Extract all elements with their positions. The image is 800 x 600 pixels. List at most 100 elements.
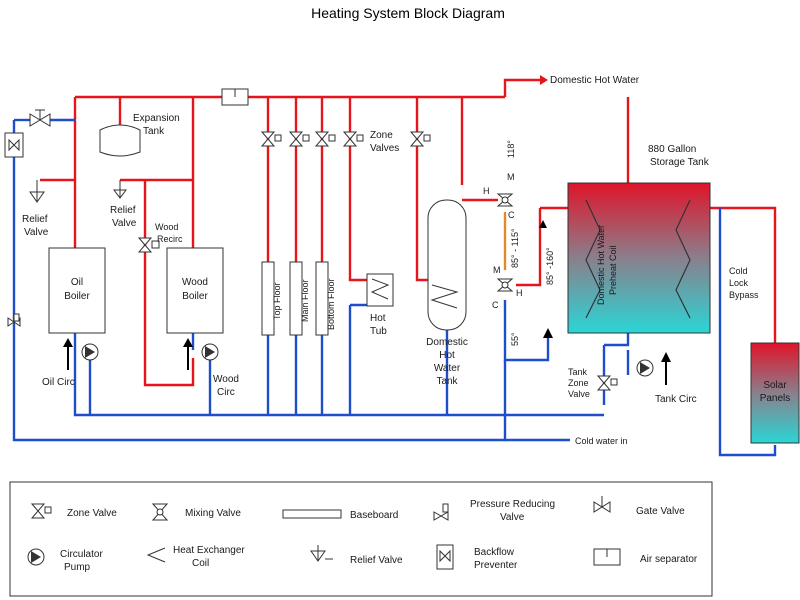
backflow-preventer bbox=[4, 132, 24, 158]
relief-valve-mid-label-1: Relief bbox=[110, 205, 136, 216]
cold-lock-label-1: Cold bbox=[729, 266, 748, 276]
tank-zone-valve bbox=[596, 375, 618, 391]
legend-heat-exchanger-label-2: Coil bbox=[192, 558, 209, 569]
hot-tub-coil bbox=[370, 278, 390, 300]
zone-valve-bottom-floor bbox=[314, 131, 336, 147]
baseboard-bottom-floor bbox=[315, 261, 329, 336]
wood-circ-label-2: Circ bbox=[217, 387, 235, 398]
relief-valve-mid-label-2: Valve bbox=[112, 218, 137, 229]
legend-backflow-label-1: Backflow bbox=[474, 547, 515, 558]
legend-baseboard-icon bbox=[282, 509, 342, 519]
flow-arrow-up-2 bbox=[543, 328, 553, 338]
diagram-title: Heating System Block Diagram bbox=[311, 5, 505, 21]
legend-zone-valve-icon bbox=[30, 503, 52, 519]
legend-heat-exchanger-icon bbox=[146, 547, 166, 563]
wood-circ-pump bbox=[183, 338, 219, 370]
legend-circulator-pump-label-1: Circulator bbox=[60, 549, 103, 560]
preheat-coil-label-1: Domestic Hot Water bbox=[596, 225, 606, 305]
expansion-tank bbox=[99, 124, 141, 157]
legend-zone-valve-label: Zone Valve bbox=[67, 508, 117, 519]
legend-mixing-valve-label: Mixing Valve bbox=[185, 508, 241, 519]
tank-zone-valve-label-3: Valve bbox=[568, 389, 590, 399]
tank-circ-label: Tank Circ bbox=[655, 394, 697, 405]
dhw-tank-label-1: Domestic bbox=[426, 337, 468, 348]
cold-lock-label-3: Bypass bbox=[729, 290, 759, 300]
oil-boiler-label-2: Boiler bbox=[64, 291, 90, 302]
legend-gate-valve-icon bbox=[593, 496, 611, 513]
legend-circulator-pump-icon bbox=[27, 548, 45, 566]
solar-panels-label-2: Panels bbox=[760, 393, 791, 404]
zone-valves-label-1: Zone bbox=[370, 130, 393, 141]
preheat-coil-label-2: Preheat Coil bbox=[608, 245, 618, 295]
port-m2: M bbox=[493, 265, 501, 275]
main-floor-label: Main Floor bbox=[300, 279, 310, 322]
dhw-tank-label-2: Hot bbox=[439, 350, 455, 361]
gate-valve-top bbox=[29, 109, 51, 127]
relief-valve-left bbox=[29, 180, 45, 203]
oil-circ-pump bbox=[63, 338, 99, 370]
zone-valve-top-floor bbox=[260, 131, 282, 147]
legend-relief-valve-icon bbox=[310, 545, 333, 562]
zone-valve-dhw bbox=[409, 131, 431, 147]
dhw-tank bbox=[427, 199, 467, 331]
legend-pressure-reducing-icon bbox=[433, 503, 449, 521]
expansion-tank-label-1: Expansion bbox=[133, 113, 180, 124]
wood-recirc-valve bbox=[137, 237, 160, 253]
legend-gate-valve-label: Gate Valve bbox=[636, 506, 685, 517]
oil-boiler bbox=[48, 247, 106, 334]
storage-tank-label-1: 880 Gallon bbox=[648, 144, 696, 155]
zone-valve-main-floor bbox=[288, 131, 310, 147]
tank-zone-valve-label-2: Zone bbox=[568, 378, 589, 388]
wood-boiler-label-1: Wood bbox=[182, 277, 208, 288]
zone-valves-label-2: Valves bbox=[370, 143, 399, 154]
tank-circ-pump bbox=[636, 352, 671, 385]
cold-pipes bbox=[12, 118, 777, 457]
legend-relief-valve-label: Relief Valve bbox=[350, 555, 403, 566]
hot-tub-label-2: Tub bbox=[370, 326, 387, 337]
relief-valve-left-label-1: Relief bbox=[22, 214, 48, 225]
legend-box bbox=[9, 481, 713, 597]
pressure-reducing-valve bbox=[7, 313, 21, 327]
port-h1: H bbox=[483, 186, 490, 196]
zone-valve-hot-tub bbox=[342, 131, 364, 147]
oil-circ-label: Oil Circ bbox=[42, 377, 75, 388]
legend-pressure-reducing-label-1: Pressure Reducing bbox=[470, 499, 555, 510]
storage-tank-label-2: Storage Tank bbox=[650, 157, 710, 168]
top-floor-label: Top Floor bbox=[272, 282, 282, 320]
legend-circulator-pump-label-2: Pump bbox=[64, 562, 91, 573]
hot-pipes bbox=[40, 78, 777, 387]
legend-heat-exchanger-label-1: Heat Exchanger bbox=[173, 545, 245, 556]
legend-pressure-reducing-label-2: Valve bbox=[500, 512, 525, 523]
baseboard-main-floor bbox=[289, 261, 303, 336]
port-h2: H bbox=[516, 288, 523, 298]
wood-circ-label-1: Wood bbox=[213, 374, 239, 385]
hot-tub-label-1: Hot bbox=[370, 313, 386, 324]
solar-panels-label-1: Solar bbox=[763, 380, 787, 391]
legend-backflow-label-2: Preventer bbox=[474, 560, 518, 571]
port-m1: M bbox=[507, 172, 515, 182]
legend-air-separator-label: Air separator bbox=[640, 554, 698, 565]
wood-recirc-label-2: Recirc bbox=[157, 234, 183, 244]
mixing-valve-upper bbox=[496, 193, 514, 207]
expansion-tank-label-2: Tank bbox=[143, 126, 165, 137]
legend-baseboard-label: Baseboard bbox=[350, 510, 398, 521]
dhw-tank-label-4: Tank bbox=[436, 376, 458, 387]
port-c1: C bbox=[508, 210, 515, 220]
cold-water-in-label: Cold water in bbox=[575, 436, 628, 446]
cold-lock-label-2: Lock bbox=[729, 278, 749, 288]
wood-boiler bbox=[166, 247, 224, 334]
dhw-arrow bbox=[540, 75, 548, 85]
legend-mixing-valve-icon bbox=[151, 503, 169, 521]
hot-tub bbox=[366, 273, 394, 307]
flow-arrow-up-1 bbox=[539, 220, 547, 228]
legend-backflow-icon bbox=[436, 544, 454, 570]
mixing-valve-lower bbox=[496, 278, 514, 292]
wood-boiler-label-2: Boiler bbox=[182, 291, 208, 302]
tank-zone-valve-label-1: Tank bbox=[568, 367, 588, 377]
port-c2: C bbox=[492, 300, 499, 310]
temp-55: 55° bbox=[510, 332, 520, 346]
storage-coil-right bbox=[675, 199, 691, 319]
oil-boiler-label-1: Oil bbox=[71, 277, 83, 288]
